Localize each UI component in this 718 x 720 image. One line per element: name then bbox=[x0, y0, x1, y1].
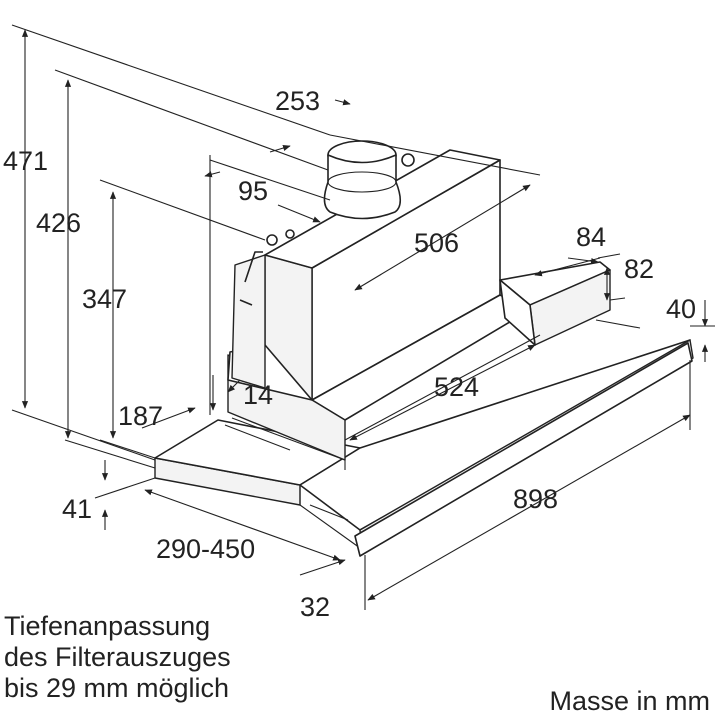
extension-lines bbox=[11, 24, 715, 610]
dim-898: 898 bbox=[513, 484, 558, 514]
dim-32: 32 bbox=[300, 592, 330, 622]
dim-84: 84 bbox=[576, 222, 606, 252]
filter-adjustment-note: Tiefenanpassung des Filterauszuges bis 2… bbox=[4, 611, 231, 704]
dim-253: 253 bbox=[275, 86, 320, 116]
dim-41: 41 bbox=[62, 494, 92, 524]
note-line-1: Tiefenanpassung bbox=[4, 611, 211, 641]
dim-14: 14 bbox=[243, 380, 273, 410]
dim-524: 524 bbox=[434, 372, 479, 402]
hood-body bbox=[154, 140, 694, 557]
note-line-2: des Filterauszuges bbox=[4, 642, 231, 672]
dim-426: 426 bbox=[36, 208, 81, 238]
dim-347: 347 bbox=[82, 284, 127, 314]
dim-95: 95 bbox=[238, 176, 268, 206]
units-label: Masse in mm bbox=[549, 686, 710, 716]
note-line-3: bis 29 mm möglich bbox=[4, 673, 230, 703]
dim-290-450: 290-450 bbox=[156, 534, 255, 564]
dim-40: 40 bbox=[666, 294, 696, 324]
motor-housing bbox=[231, 254, 266, 389]
dimension-labels: 471 426 347 253 95 506 84 82 40 524 14 1… bbox=[3, 86, 696, 622]
exhaust-spigot-body bbox=[323, 154, 402, 220]
dim-506: 506 bbox=[414, 228, 459, 258]
dim-82: 82 bbox=[624, 254, 654, 284]
dim-187: 187 bbox=[118, 401, 163, 431]
dim-471: 471 bbox=[3, 146, 48, 176]
dimension-lines bbox=[21, 29, 709, 601]
